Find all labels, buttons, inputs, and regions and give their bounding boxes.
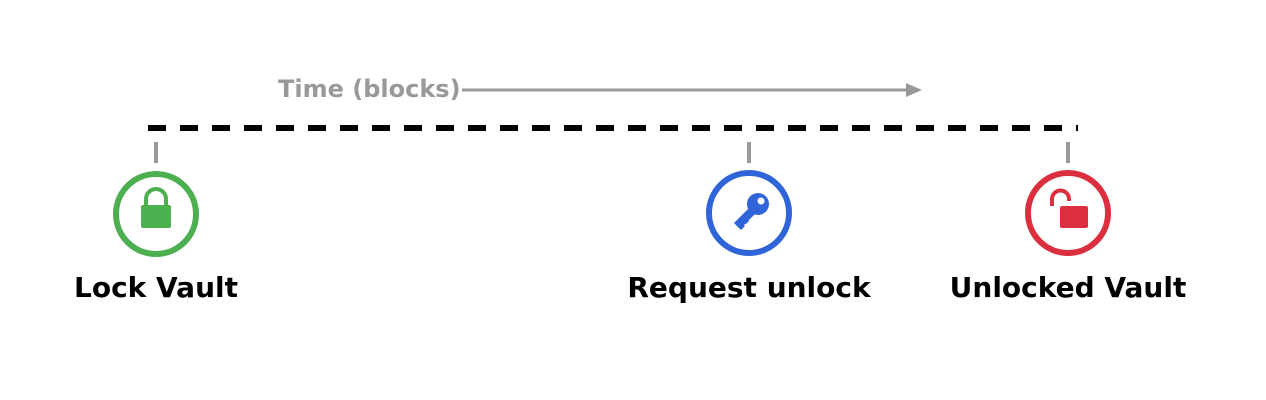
lock-vault-label: Lock Vault xyxy=(74,271,238,304)
key-icon xyxy=(734,193,769,230)
lock-vault-marker xyxy=(113,171,199,257)
request-unlock-label: Request unlock xyxy=(627,271,871,304)
lock-open-icon xyxy=(1050,188,1088,228)
request-unlock-marker xyxy=(706,170,792,256)
unlocked-vault-marker xyxy=(1025,170,1111,256)
time-arrow-head xyxy=(906,83,922,97)
unlocked-vault-label: Unlocked Vault xyxy=(949,271,1187,304)
time-axis-label: Time (blocks) xyxy=(278,75,461,103)
lock-closed-icon xyxy=(141,187,171,228)
